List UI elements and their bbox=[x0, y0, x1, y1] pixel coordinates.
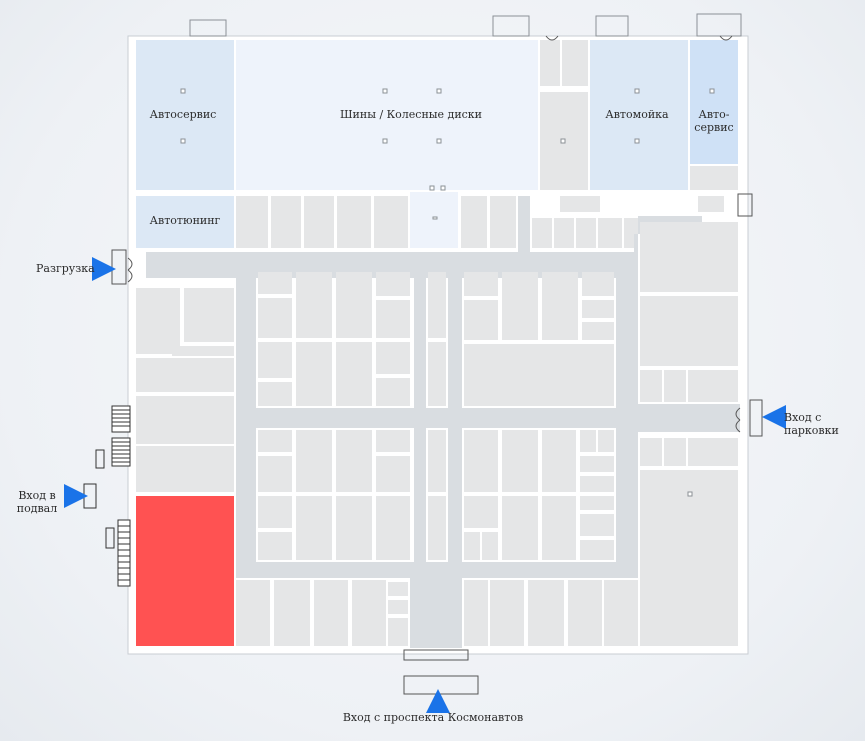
corridors bbox=[146, 196, 740, 648]
label-basement: Вход в подвал bbox=[16, 489, 58, 515]
label-tuning: Автотюнинг bbox=[149, 214, 221, 227]
bottom-shop-row bbox=[236, 580, 638, 646]
right-center-block-lower bbox=[464, 430, 614, 560]
label-autoservice-left: Автосервис bbox=[149, 108, 217, 121]
zone-tires[interactable] bbox=[236, 40, 538, 190]
pillars bbox=[180, 88, 715, 497]
left-column-shops bbox=[136, 288, 234, 492]
label-autoservice-right: Авто-сервис bbox=[694, 108, 734, 134]
label-main-entrance: Вход с проспекта Космонавтов bbox=[342, 711, 524, 724]
service-strip bbox=[540, 40, 738, 190]
zone-autoservice-left[interactable] bbox=[136, 40, 234, 190]
label-tires: Шины / Колесные диски bbox=[339, 108, 483, 121]
zone-carwash[interactable] bbox=[590, 40, 688, 190]
zone-tuning[interactable] bbox=[136, 196, 234, 248]
basement-stairs bbox=[83, 405, 131, 587]
upper-shop-row bbox=[236, 196, 724, 248]
central-block-lower bbox=[258, 430, 446, 560]
right-center-block-upper bbox=[464, 272, 614, 406]
zone-autoservice-right[interactable] bbox=[690, 40, 738, 164]
central-block-upper bbox=[258, 272, 446, 406]
label-carwash: Автомойка bbox=[605, 108, 669, 121]
highlighted-store[interactable] bbox=[136, 496, 234, 646]
label-parking: Вход с парковки bbox=[784, 411, 839, 437]
zone-tires-lower[interactable] bbox=[410, 192, 458, 248]
label-unloading: Разгрузка bbox=[36, 262, 95, 275]
entrance-arrows bbox=[64, 257, 786, 713]
top-protrusions bbox=[189, 13, 742, 37]
right-column-shops bbox=[640, 222, 738, 646]
